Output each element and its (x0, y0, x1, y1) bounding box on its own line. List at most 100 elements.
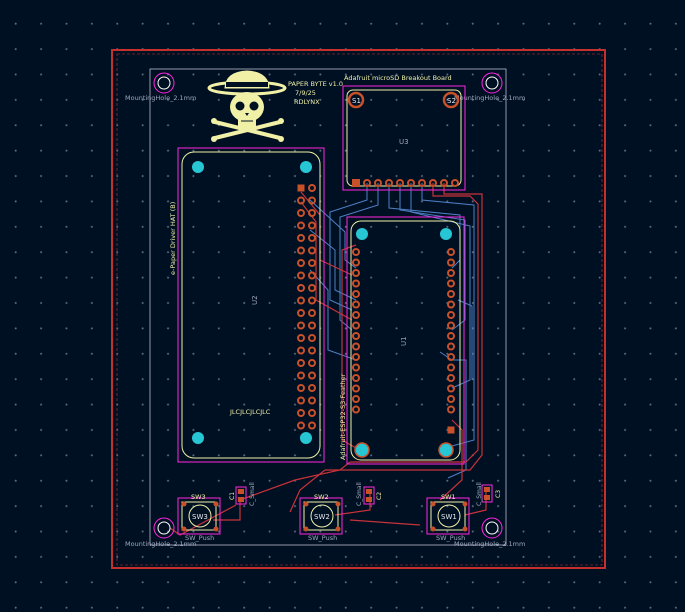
header-pin-pad[interactable] (308, 209, 316, 217)
header-pin-pad[interactable] (297, 309, 305, 317)
header-pin-pad[interactable] (297, 334, 305, 342)
header-pin-pad[interactable] (447, 395, 455, 403)
header-pin-pad[interactable] (447, 300, 455, 309)
header-pin-pad[interactable] (308, 271, 316, 280)
sd-pad-s1-label: S1 (352, 97, 361, 105)
header-pin-pad[interactable] (308, 321, 316, 330)
header-pin-pad[interactable] (447, 342, 455, 351)
epaper-mount-hole (192, 161, 204, 173)
straw-hat-skull-logo (207, 70, 287, 142)
sd-pad-s2-label: S2 (447, 97, 456, 105)
mounting-hole-tl[interactable]: MountingHole_2.1mm (125, 72, 196, 102)
feather-right-header-pins[interactable] (447, 248, 455, 434)
header-pin-pad[interactable] (308, 221, 316, 230)
header-pin-pad[interactable] (352, 342, 360, 351)
header-pin-pad[interactable] (308, 284, 316, 292)
epaper-driver-module[interactable]: e-Paper Driver HAT (B) U2 JLCJLCJLCJLC (169, 147, 325, 463)
capacitor-value: C_Small (249, 482, 256, 506)
header-pin-pad[interactable] (308, 309, 316, 317)
header-pin-pad[interactable] (308, 396, 316, 405)
header-pin-pad[interactable] (447, 321, 455, 330)
sd-header-pins[interactable] (352, 179, 459, 187)
header-pin-pad[interactable] (352, 332, 360, 340)
capacitor-c2[interactable]: C2 C_Small (356, 482, 383, 506)
header-pin-pad[interactable] (308, 196, 316, 205)
header-pin-pad[interactable] (308, 259, 316, 267)
header-pin-pad[interactable] (447, 363, 455, 372)
header-pin-pad[interactable] (297, 259, 305, 267)
capacitor-c1[interactable]: C1 C_Small (229, 482, 256, 506)
header-pin-pad[interactable] (308, 184, 316, 192)
header-pin-pad[interactable] (297, 196, 305, 205)
header-pin-pad[interactable] (308, 234, 316, 242)
header-pin-pad[interactable] (308, 384, 316, 392)
header-pin-pad[interactable] (297, 184, 305, 192)
sd-pad-s1[interactable] (347, 91, 365, 109)
feather-left-header-pins[interactable] (352, 248, 360, 414)
header-pin-pad[interactable] (308, 334, 316, 342)
header-pin-pad[interactable] (447, 248, 455, 256)
header-pin-pad[interactable] (447, 269, 455, 277)
sd-breakout-module[interactable]: Adafruit microSD Breakout Board U3 S1 S2 (342, 74, 466, 191)
header-pin-pad[interactable] (308, 421, 316, 430)
header-pin-pad[interactable] (352, 363, 360, 372)
header-pin-pad[interactable] (308, 246, 316, 255)
header-pin-pad[interactable] (352, 248, 360, 256)
board-fab-outline (149, 68, 507, 546)
header-pin-pad[interactable] (297, 371, 305, 380)
header-pin-pad[interactable] (297, 321, 305, 330)
header-pin-pad[interactable] (297, 421, 305, 430)
header-pin-pad[interactable] (308, 296, 316, 305)
capacitor-c3[interactable]: C3 C_Small (476, 482, 502, 506)
header-pin-pad[interactable] (352, 311, 360, 319)
header-pin-pad[interactable] (297, 296, 305, 305)
header-pin-pad[interactable] (352, 384, 360, 393)
header-pin-pad[interactable] (297, 221, 305, 230)
header-pin-pad[interactable] (352, 321, 360, 330)
header-pin-pad[interactable] (352, 395, 360, 403)
push-switch-sw1[interactable]: SW1 SW1 SW_Push (426, 493, 470, 542)
sd-pad-s2[interactable] (442, 91, 460, 109)
header-pin-pad[interactable] (447, 405, 455, 414)
header-pin-pad[interactable] (308, 359, 316, 367)
header-pin-pad[interactable] (352, 353, 360, 361)
header-pin-pad[interactable] (308, 409, 316, 417)
header-pin-pad[interactable] (297, 359, 305, 367)
header-pin-pad[interactable] (308, 346, 316, 355)
header-pin-pad[interactable] (352, 374, 360, 382)
header-pin-pad[interactable] (297, 384, 305, 392)
mounting-hole-bl[interactable]: MountingHole_2.1mm (125, 517, 196, 548)
header-pin-pad[interactable] (447, 279, 455, 288)
header-pin-pad[interactable] (447, 384, 455, 393)
header-pin-pad[interactable] (447, 426, 455, 434)
header-pin-pad[interactable] (352, 300, 360, 309)
header-pin-pad[interactable] (447, 258, 455, 267)
push-switch-sw3[interactable]: SW3 SW3 SW_Push (177, 493, 221, 542)
header-pin-pad[interactable] (297, 396, 305, 405)
header-pin-pad[interactable] (447, 374, 455, 382)
header-pin-pad[interactable] (297, 409, 305, 417)
epaper-header-pins[interactable] (297, 184, 316, 430)
header-pin-pad[interactable] (352, 269, 360, 277)
header-pin-pad[interactable] (352, 258, 360, 267)
header-pin-pad[interactable] (352, 405, 360, 414)
header-pin-pad[interactable] (297, 209, 305, 217)
header-pin-pad[interactable] (352, 279, 360, 288)
header-pin-pad[interactable] (447, 353, 455, 361)
header-pin-pad[interactable] (352, 290, 360, 298)
push-switch-sw2[interactable]: SW2 SW2 SW_Push (299, 493, 343, 542)
header-pin-pad[interactable] (297, 234, 305, 242)
board-edge-clearance (116, 53, 603, 566)
header-pin-pad[interactable] (297, 246, 305, 255)
header-pin-pad[interactable] (447, 332, 455, 340)
header-pin-pad[interactable] (447, 311, 455, 319)
header-pin-pad[interactable] (297, 284, 305, 292)
esp32-feather-module[interactable]: Adafruit-ESP32-S3-Feather U1 (339, 216, 465, 465)
header-pin-pad[interactable] (297, 271, 305, 280)
mounting-hole-br[interactable]: MountingHole_2.1mm (454, 517, 525, 548)
header-pin-pad[interactable] (308, 371, 316, 380)
mounting-hole-tr[interactable]: MountingHole_2.1mm (454, 72, 525, 102)
header-pin-pad[interactable] (447, 290, 455, 298)
header-pin-pad[interactable] (297, 346, 305, 355)
